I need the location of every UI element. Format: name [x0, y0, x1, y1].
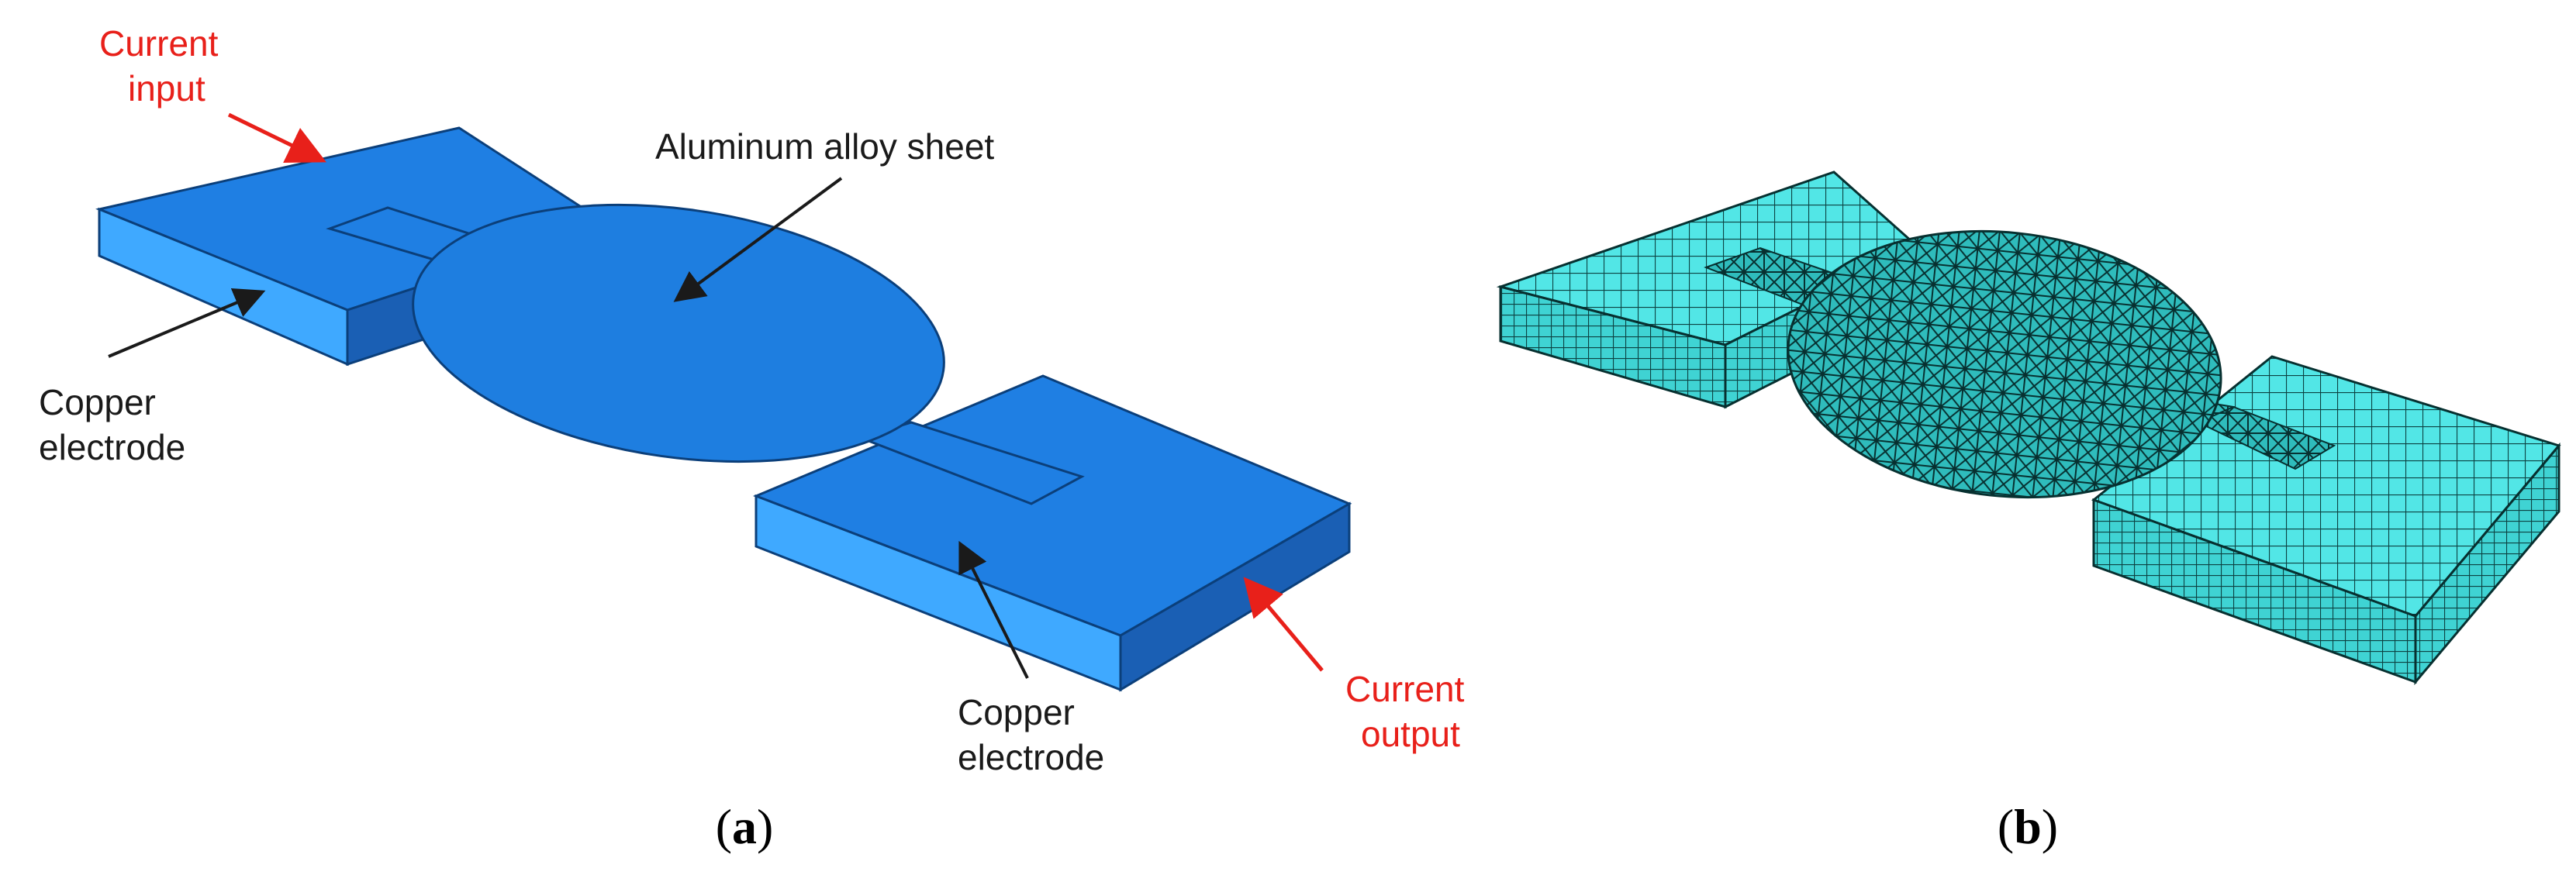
- caption-a: (a): [716, 799, 774, 854]
- label-current-output-1: Current: [1345, 669, 1465, 709]
- caption-b: (b): [1998, 799, 2058, 854]
- label-current-input-1: Current: [99, 23, 219, 64]
- label-aluminum-sheet: Aluminum alloy sheet: [655, 126, 994, 167]
- arrow-aluminum-sheet: [673, 177, 843, 302]
- label-current-input-2: input: [128, 68, 205, 109]
- right-electrode-side: [1119, 501, 1351, 692]
- arrow-current-output: [1243, 577, 1324, 672]
- panel-b: (b): [1496, 171, 2561, 854]
- label-copper-right-2: electrode: [958, 737, 1104, 777]
- mesh-right-side: [2414, 442, 2560, 686]
- sheet-disc: [412, 203, 945, 463]
- label-copper-right-1: Copper: [958, 692, 1075, 732]
- label-copper-left-2: electrode: [39, 427, 185, 467]
- mesh-sheet: [1787, 229, 2236, 499]
- aluminum-alloy-sheet: [412, 203, 945, 463]
- panel-a: Current input Aluminum alloy sheet Coppe…: [39, 23, 1465, 854]
- arrow-copper-right: [958, 540, 1029, 679]
- label-current-output-2: output: [1361, 714, 1460, 754]
- label-copper-left-1: Copper: [39, 382, 156, 422]
- right-copper-electrode: [752, 374, 1352, 692]
- arrow-copper-left: [108, 288, 266, 358]
- arrow-current-input: [227, 112, 326, 163]
- mesh-disc: [1787, 229, 2222, 499]
